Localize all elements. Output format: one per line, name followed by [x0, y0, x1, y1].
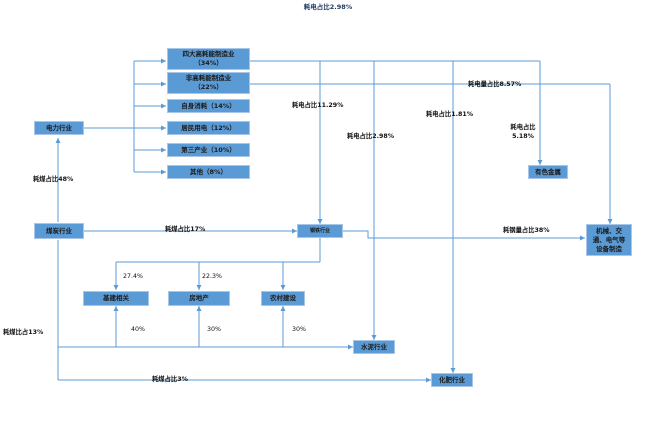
node-own-use-label: 自身消耗（14%）	[181, 101, 236, 110]
node-rural-label: 农村建设	[270, 294, 296, 302]
node-tertiary: 第三产业（10%）	[167, 143, 250, 157]
node-machinery-label-1: 机械、交	[596, 226, 622, 235]
label-coal-power: 耗煤占比48%	[33, 176, 74, 183]
label-machinery-power: 耗电量占比8.57%	[468, 81, 522, 88]
node-tertiary-label: 第三产业（10%）	[181, 145, 236, 154]
node-own-use: 自身消耗（14%）	[167, 99, 250, 113]
node-four-high-share: （34%）	[194, 59, 223, 67]
node-non-high: 非高耗能制造业 （22%）	[167, 72, 250, 94]
node-four-high-label: 四大高耗能制造业	[182, 50, 235, 58]
label-steel-realestate: 22.3%	[202, 273, 223, 280]
node-four-high: 四大高耗能制造业 （34%）	[167, 48, 250, 70]
node-cement: 水泥行业	[353, 340, 395, 354]
node-metal: 有色金属	[528, 165, 568, 179]
node-fertilizer-label: 化肥行业	[439, 375, 465, 384]
node-power: 电力行业	[34, 121, 84, 135]
node-cement-label: 水泥行业	[361, 342, 387, 351]
node-steel: 钢铁行业	[297, 224, 343, 238]
node-fertilizer: 化肥行业	[431, 373, 473, 387]
node-realestate-label: 房地产	[189, 294, 209, 302]
node-machinery: 机械、交 通、电气等 设备制造	[586, 224, 632, 256]
node-infra: 基建相关	[83, 291, 149, 306]
label-cement-power: 耗电占比2.98%	[347, 133, 395, 140]
node-other-label: 其他（8%）	[189, 167, 228, 176]
node-resident-label: 居民用电（12%）	[181, 123, 236, 132]
label-power-ratio: 耗电占比11.29%	[292, 102, 344, 109]
label-metal-power-b: 5.18%	[512, 133, 534, 140]
diagram-title: 耗电占比2.98%	[303, 3, 353, 11]
node-metal-label: 有色金属	[535, 167, 561, 176]
node-non-high-label: 非高耗能制造业	[185, 74, 232, 82]
node-realestate: 房地产	[168, 291, 230, 306]
node-non-high-share: （22%）	[194, 83, 223, 91]
label-cement-realestate: 30%	[207, 326, 221, 333]
label-cement-infra: 40%	[131, 326, 145, 333]
label-steel-machinery: 耗钢量占比38%	[503, 227, 550, 234]
label-coal-cement: 耗煤比占13%	[3, 329, 44, 336]
node-infra-label: 基建相关	[103, 294, 129, 302]
label-fertilizer-power: 耗电占比1.81%	[426, 111, 474, 118]
node-steel-label: 钢铁行业	[309, 227, 330, 234]
node-machinery-label-2: 通、电气等	[592, 235, 626, 244]
line-steel-machinery	[343, 230, 585, 241]
node-coal: 煤炭行业	[34, 223, 84, 239]
label-steel-infra: 27.4%	[123, 273, 144, 280]
node-resident: 居民用电（12%）	[167, 121, 250, 135]
label-coal-steel: 耗煤占比17%	[165, 226, 206, 233]
label-coal-fertilizer: 耗煤占比3%	[152, 376, 188, 383]
node-machinery-label-3: 设备制造	[596, 244, 622, 253]
node-other: 其他（8%）	[167, 165, 250, 179]
label-cement-rural: 30%	[292, 326, 306, 333]
node-coal-label: 煤炭行业	[46, 226, 72, 235]
node-rural: 农村建设	[261, 291, 305, 306]
label-metal-power-a: 耗电占比	[510, 124, 536, 131]
node-power-label: 电力行业	[46, 123, 72, 132]
